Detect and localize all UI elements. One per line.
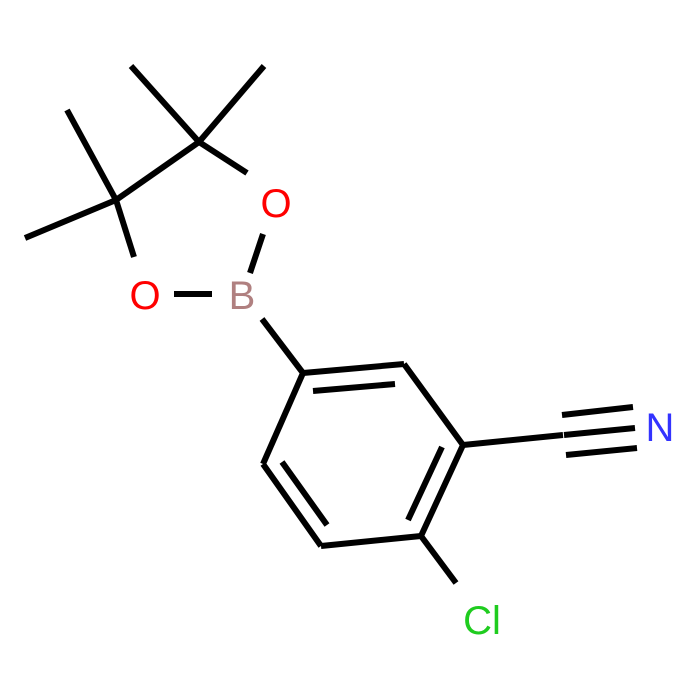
atom-label-cl: Cl (463, 599, 501, 643)
bond-ring-5-inner (279, 460, 330, 527)
bond-nitrile-2 (563, 425, 636, 438)
bond-methyl-1 (128, 63, 202, 145)
bond-ring-1-inner (312, 381, 396, 394)
bond-c-c-ring (114, 139, 201, 203)
atom-label-n: N (646, 406, 675, 450)
atom-label-o-upper: O (260, 182, 291, 226)
bond-nitrile-3 (565, 445, 638, 458)
bond-ring-5 (260, 462, 324, 548)
bond-ring-2 (401, 362, 466, 447)
atom-label-b: B (229, 274, 256, 318)
bond-c-o-upper (197, 139, 249, 176)
atom-label-o-lower: O (129, 274, 160, 318)
bond-o-b-upper (247, 233, 266, 274)
bond-ring-3-inner (405, 445, 445, 522)
bond-ring-3 (418, 443, 466, 538)
bond-c-cl (418, 534, 459, 585)
bond-c-o-lower (113, 199, 137, 258)
bond-ring-1 (302, 361, 405, 376)
bond-ring-4 (320, 533, 422, 549)
bond-c-cn (462, 432, 564, 448)
bond-methyl-3 (64, 108, 119, 202)
bond-methyl-4 (23, 197, 118, 241)
bond-ring-6 (260, 371, 306, 466)
bond-methyl-2 (196, 64, 267, 144)
bond-b-aryl (259, 317, 306, 375)
bond-nitrile-1 (561, 404, 634, 418)
